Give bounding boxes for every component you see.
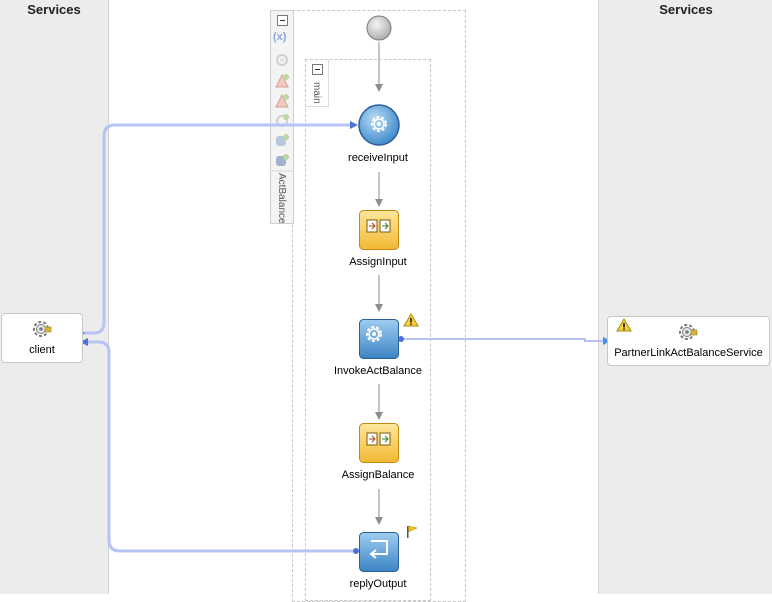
client-label: client <box>29 344 55 356</box>
warning-icon[interactable] <box>403 313 419 327</box>
assign-shape <box>359 423 399 463</box>
service-client[interactable]: client <box>1 313 83 363</box>
assign-icon <box>366 432 391 446</box>
wire-reply-client[interactable] <box>86 340 355 553</box>
assign-icon <box>366 219 391 233</box>
receive-shape <box>358 104 400 146</box>
partner-link-label: PartnerLinkActBalanceService <box>614 347 763 359</box>
activity-assign-input[interactable] <box>359 210 399 250</box>
lane-title-left: Services <box>27 2 81 17</box>
wire-invoke-partner[interactable] <box>401 338 603 342</box>
activity-receive-input[interactable] <box>358 104 400 146</box>
fault-handler-icon[interactable] <box>275 73 289 88</box>
invoke-port <box>398 336 404 342</box>
label-assign-balance: AssignBalance <box>341 469 415 481</box>
termination-icon[interactable] <box>276 134 289 146</box>
gear-icon <box>366 326 382 342</box>
label-receive-input: receiveInput <box>348 152 408 164</box>
gear-icon <box>371 116 387 132</box>
activity-reply-output[interactable] <box>359 532 399 572</box>
gear-icon <box>679 324 698 340</box>
lane-title-right: Services <box>659 2 713 17</box>
main-scope-header <box>306 60 329 107</box>
process-scope-label: ActBalance <box>276 173 287 224</box>
start-node[interactable] <box>366 15 392 41</box>
reply-shape <box>359 532 399 572</box>
event-handler-icon[interactable] <box>275 93 289 108</box>
warning-icon[interactable] <box>616 318 632 332</box>
assign-shape <box>359 210 399 250</box>
label-assign-input: AssignInput <box>349 256 407 268</box>
main-scope-collapse-button[interactable] <box>312 64 323 75</box>
correlation-icon[interactable] <box>276 54 288 66</box>
variables-icon[interactable]: (x) <box>273 31 287 43</box>
scope-toolbar: (x) ActBalance <box>270 10 294 224</box>
activity-invoke-act-balance[interactable] <box>359 319 399 359</box>
reply-port <box>353 548 359 554</box>
wire-arrow-client <box>80 338 88 346</box>
wire-arrow-receive <box>350 121 358 129</box>
gear-icon <box>33 321 52 337</box>
label-reply-output: replyOutput <box>349 578 407 590</box>
services-lane-right: Services <box>598 0 772 594</box>
activity-assign-balance[interactable] <box>359 423 399 463</box>
services-lane-left: Services <box>0 0 109 594</box>
service-partner-link[interactable]: PartnerLinkActBalanceService <box>607 316 770 366</box>
main-scope-label: main <box>311 82 322 104</box>
label-invoke-act-balance: InvokeActBalance <box>333 365 423 377</box>
flag-icon[interactable] <box>405 525 419 539</box>
wire-client-receive[interactable] <box>82 123 352 335</box>
onalarm-icon[interactable] <box>276 154 289 166</box>
invoke-shape <box>359 319 399 359</box>
reply-icon <box>369 540 388 559</box>
process-scope-collapse-button[interactable] <box>277 15 288 26</box>
toolbar-icons <box>271 54 293 172</box>
